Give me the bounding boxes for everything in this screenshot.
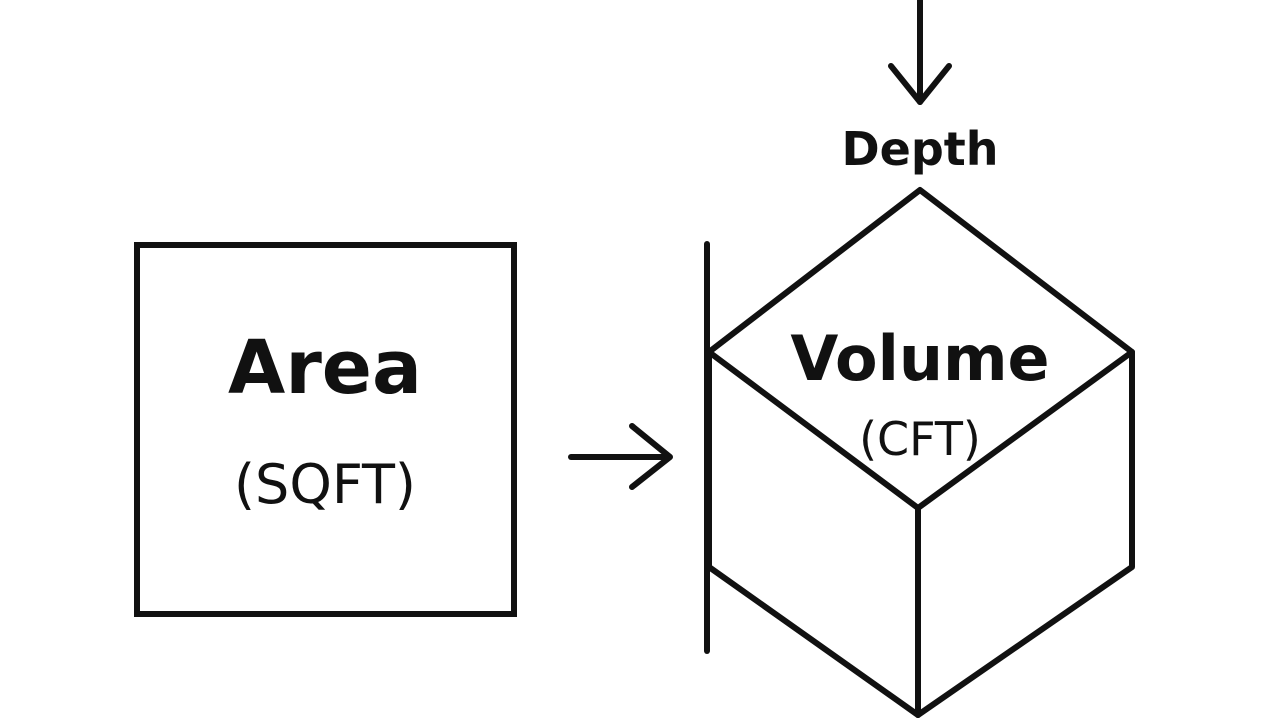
cube-left-face [706, 349, 921, 718]
area-title: Area [228, 325, 422, 411]
area-box: Area (SQFT) [134, 242, 517, 617]
area-to-volume-arrow [568, 423, 673, 490]
depth-label: Depth [841, 122, 998, 176]
depth-arrow [888, 0, 952, 105]
volume-title: Volume [790, 322, 1049, 395]
volume-cube [706, 187, 1135, 718]
area-unit: (SQFT) [234, 453, 416, 516]
area-square [134, 242, 517, 617]
volume-unit: (CFT) [859, 412, 981, 466]
cube-right-face [915, 349, 1135, 718]
